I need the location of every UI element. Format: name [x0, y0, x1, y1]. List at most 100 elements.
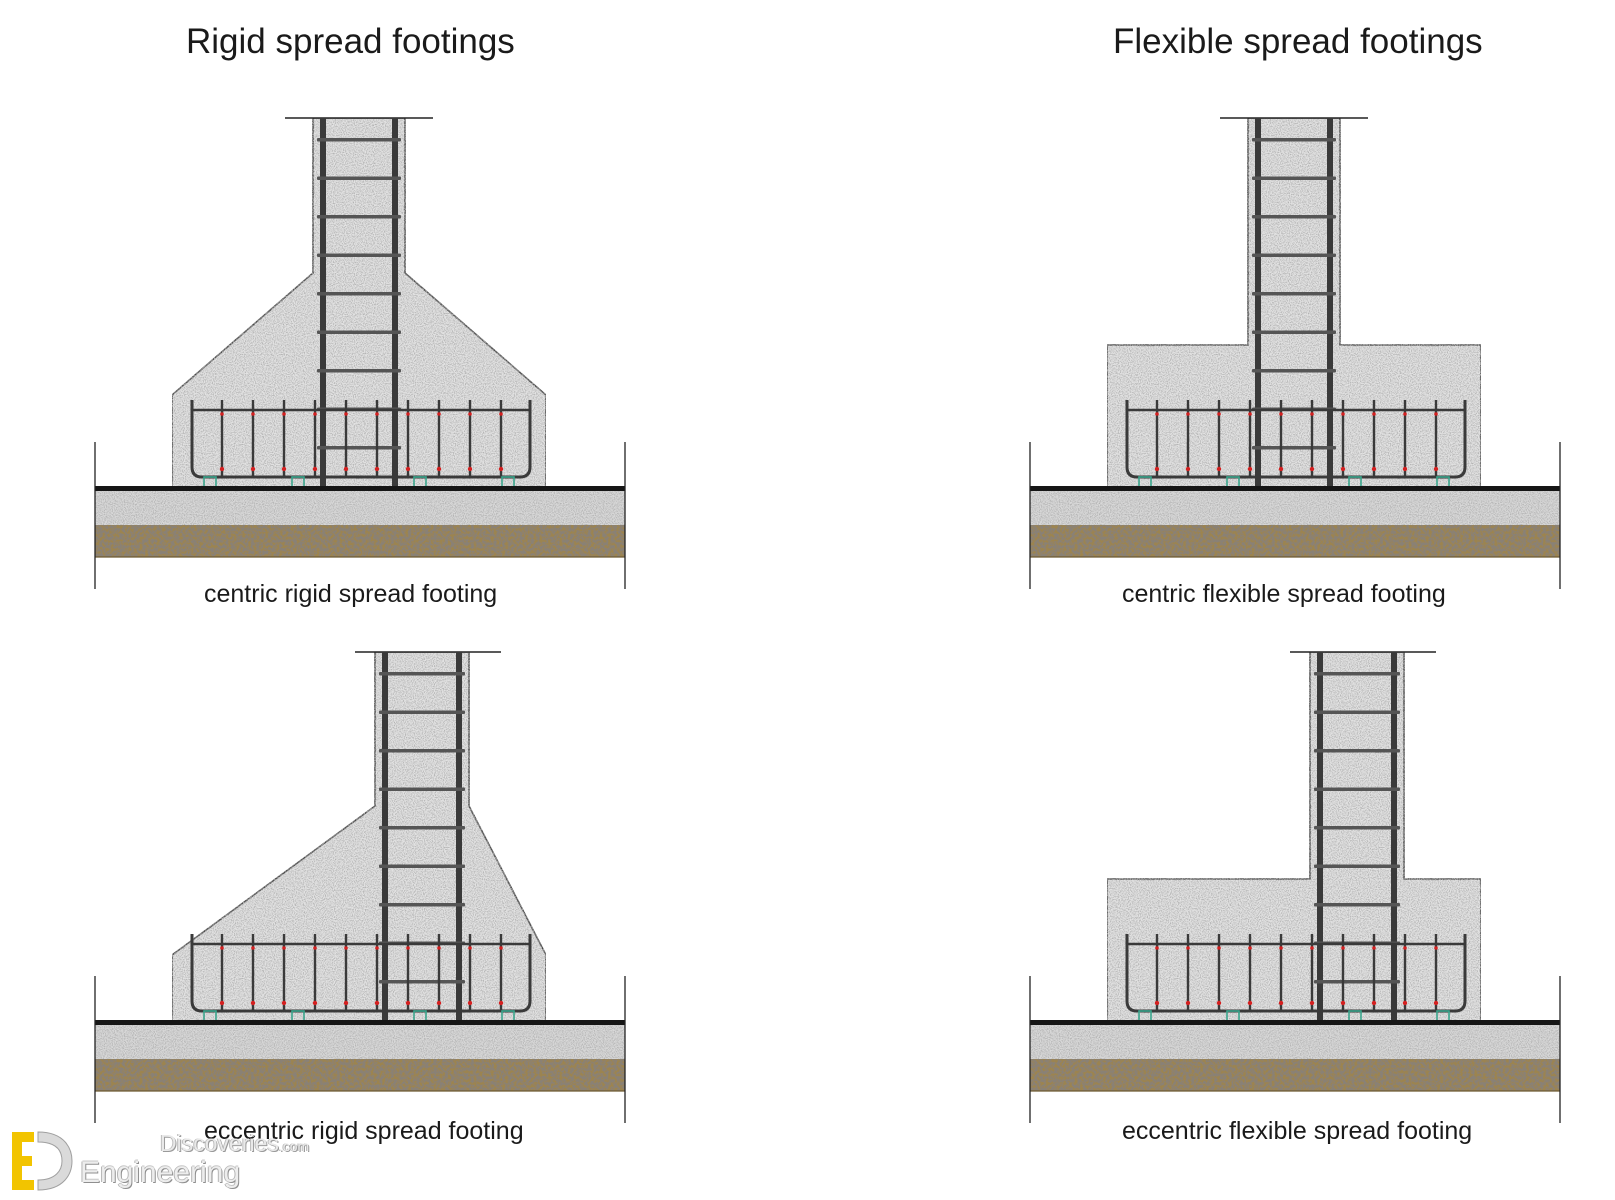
column-stirrup: [1314, 864, 1400, 868]
column-stirrup: [317, 446, 401, 450]
concrete-body: [1106, 651, 1482, 1023]
rebar-section-dot: [1310, 412, 1314, 416]
rebar-section-dot: [1434, 946, 1438, 950]
rebar-section-dot: [312, 466, 318, 472]
column-rebar-left: [1255, 118, 1261, 488]
rebar-section-dot: [374, 1000, 380, 1006]
rebar-section-dot: [1433, 1000, 1439, 1006]
rebar-section-dot: [250, 1000, 256, 1006]
rebar-section-dot: [220, 946, 224, 950]
column-stirrup: [379, 749, 465, 753]
rebar-section-dot: [498, 1000, 504, 1006]
rebar-section-dot: [1154, 466, 1160, 472]
rebar-section-dot: [1309, 466, 1315, 472]
rebar-section-dot: [343, 1000, 349, 1006]
rebar-section-dot: [1372, 412, 1376, 416]
column-rebar-left: [382, 652, 388, 1022]
rebar-section-dot: [1371, 466, 1377, 472]
rebar-section-dot: [467, 466, 473, 472]
rebar-section-dot: [437, 412, 441, 416]
footing-rebar-cage: [1125, 400, 1467, 479]
rebar-section-dot: [468, 946, 472, 950]
column-stirrup: [379, 787, 465, 791]
rebar-section-dot: [1154, 1000, 1160, 1006]
column-stirrup: [1252, 369, 1336, 373]
rebar-section-dot: [1340, 466, 1346, 472]
rebar-section-dot: [343, 466, 349, 472]
rebar-section-dot: [312, 1000, 318, 1006]
column-stirrup: [317, 253, 401, 257]
column-stirrup: [1314, 980, 1400, 984]
caption-centric-rigid: centric rigid spread footing: [204, 580, 498, 608]
rebar-section-dot: [1403, 412, 1407, 416]
rebar-section-dot: [1217, 412, 1221, 416]
caption-eccentric-flexible: eccentric flexible spread footing: [1122, 1117, 1473, 1145]
concrete-body: [171, 651, 547, 1023]
rebar-section-dot: [1248, 412, 1252, 416]
rebar-section-dot: [1403, 946, 1407, 950]
column-stirrup: [1314, 672, 1400, 676]
rebar-section-dot: [1248, 946, 1252, 950]
footing-panel-centric-flexible: [1029, 117, 1561, 589]
rebar-section-dot: [1402, 466, 1408, 472]
column-stirrup: [317, 176, 401, 180]
rebar-section-dot: [251, 946, 255, 950]
lean-concrete-layer: [1030, 1025, 1560, 1059]
rebar-section-dot: [406, 946, 410, 950]
rebar-section-dot: [1278, 1000, 1284, 1006]
rebar-section-dot: [499, 412, 503, 416]
footing-panel-eccentric-flexible: [1029, 651, 1561, 1123]
column-rebar-right: [1327, 118, 1333, 488]
column-stirrup: [1314, 787, 1400, 791]
rebar-section-dot: [1185, 1000, 1191, 1006]
watermark-engineering: Engineering: [80, 1156, 241, 1189]
rebar-section-dot: [1155, 946, 1159, 950]
rebar-section-dot: [1372, 946, 1376, 950]
footing-panel-centric-rigid: [94, 117, 626, 589]
ground-line: [95, 1020, 625, 1025]
footing-rebar-cage: [190, 934, 532, 1013]
rebar-section-dot: [1247, 1000, 1253, 1006]
rebar-section-dot: [436, 466, 442, 472]
ground-line: [1030, 1020, 1560, 1025]
rebar-section-dot: [281, 466, 287, 472]
caption-eccentric-rigid: eccentric rigid spread footing: [204, 1117, 524, 1145]
column-stirrup: [379, 980, 465, 984]
rebar-section-dot: [437, 946, 441, 950]
rebar-section-dot: [374, 466, 380, 472]
rebar-section-dot: [1309, 1000, 1315, 1006]
heading-rigid: Rigid spread footings: [186, 22, 515, 61]
panels-layer: [94, 117, 1561, 1123]
rebar-section-dot: [406, 412, 410, 416]
column-stirrup: [317, 215, 401, 219]
ground-line: [1030, 486, 1560, 491]
footing-rebar-cage: [190, 400, 532, 479]
column-stirrup: [1252, 253, 1336, 257]
rebar-section-dot: [282, 412, 286, 416]
column-stirrup: [317, 330, 401, 334]
column-stirrup: [1314, 749, 1400, 753]
logo-ed-icon: [12, 1131, 73, 1191]
rebar-section-dot: [1155, 412, 1159, 416]
ground-line: [95, 486, 625, 491]
rebar-section-dot: [219, 466, 225, 472]
gravel-layer: [95, 1059, 625, 1091]
lean-concrete-layer: [95, 491, 625, 525]
column-stirrup: [317, 138, 401, 142]
column-stirrup: [1252, 446, 1336, 450]
caption-centric-flexible: centric flexible spread footing: [1122, 580, 1446, 608]
rebar-section-dot: [1341, 946, 1345, 950]
gravel-layer: [1030, 525, 1560, 557]
rebar-section-dot: [1217, 946, 1221, 950]
rebar-section-dot: [467, 1000, 473, 1006]
rebar-section-dot: [282, 946, 286, 950]
lean-concrete-layer: [1030, 491, 1560, 525]
column-stirrup: [379, 672, 465, 676]
footing-rebar-cage: [1125, 934, 1467, 1013]
rebar-section-dot: [468, 412, 472, 416]
column-stirrup: [1252, 330, 1336, 334]
rebar-section-dot: [1341, 412, 1345, 416]
column-stirrup: [1252, 176, 1336, 180]
watermark-discoveries: Discoveries.com: [160, 1130, 310, 1156]
